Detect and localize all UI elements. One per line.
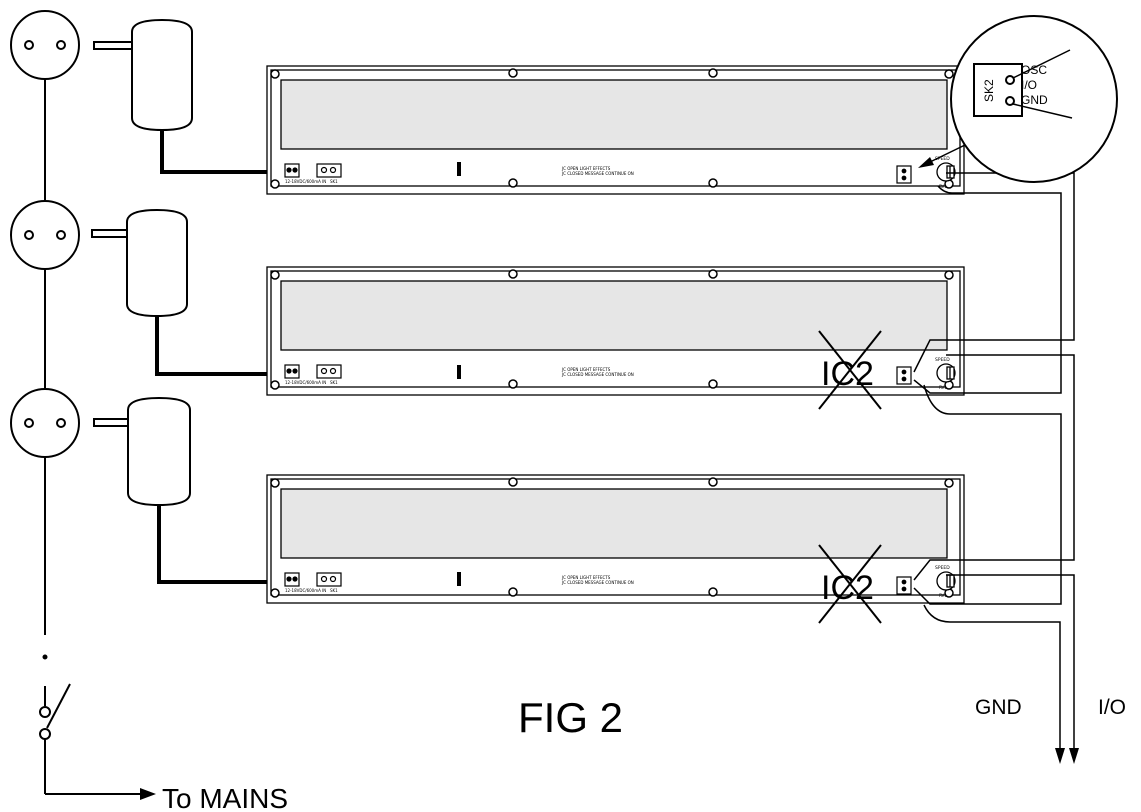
sk1-label: SK1	[330, 588, 338, 593]
display-panel	[280, 280, 948, 351]
board-2: 12-18VDC/600mA IN SK1 JC OPEN LIGHT EFFE…	[266, 266, 965, 410]
display-panel	[280, 79, 948, 150]
gnd-wire	[923, 604, 1061, 750]
board-outline	[266, 474, 965, 604]
dc-input-connector	[284, 163, 300, 178]
dc-lead	[160, 130, 293, 174]
speed-label: SPEED	[935, 357, 950, 363]
message-line-1: JC OPEN LIGHT EFFECTS	[561, 166, 611, 171]
gnd-arrow-icon	[1055, 748, 1065, 764]
socket-icon	[10, 388, 80, 458]
jumper-link	[457, 365, 461, 379]
message-line-2: JC CLOSED MESSAGE CONTINUE ON	[561, 372, 634, 377]
io-wire	[946, 574, 1075, 750]
power-adapter-icon	[131, 18, 193, 132]
sk2-inset	[950, 15, 1118, 183]
sk1-label: SK1	[330, 179, 338, 184]
sk2-connector	[896, 576, 912, 595]
jumper-link	[457, 162, 461, 176]
socket-icon	[10, 200, 80, 270]
socket-2	[10, 200, 188, 318]
rv1-label: RV1	[939, 593, 947, 598]
speed-label: SPEED	[935, 156, 950, 162]
inset-circle	[950, 15, 1118, 183]
dc-input-label: 12-18VDC/600mA IN	[285, 588, 326, 593]
dc-input-connector	[284, 572, 300, 587]
board-outline	[266, 65, 965, 195]
mains-switch	[39, 683, 140, 795]
display-panel	[280, 488, 948, 559]
board-1: 12-18VDC/600mA IN SK1 JC OPEN LIGHT EFFE…	[266, 65, 965, 195]
message-line-1: JC OPEN LIGHT EFFECTS	[561, 367, 611, 372]
sk1-connector	[316, 364, 342, 379]
gnd-output-label: GND	[975, 696, 1022, 719]
inset-pointer	[918, 144, 966, 168]
interconnect-wiring	[913, 172, 1075, 750]
sk1-connector	[316, 572, 342, 587]
sk2-connector	[896, 366, 912, 385]
figure-caption: FIG 2	[518, 694, 623, 741]
board-outline	[266, 266, 965, 396]
socket-icon	[10, 10, 80, 80]
ic2-removed-cross-icon	[818, 330, 882, 410]
plug-pin-icon	[93, 41, 133, 50]
rv1-label: RV1	[939, 385, 947, 390]
socket-1	[10, 10, 193, 132]
speed-pot	[936, 363, 956, 383]
mains-arrow-icon	[140, 788, 156, 800]
socket-3	[10, 388, 191, 507]
mains-label: To MAINS	[162, 783, 288, 812]
dc-leads	[155, 130, 293, 584]
inset-pin-gnd	[1005, 96, 1015, 106]
inset-pin-osc	[1005, 75, 1015, 85]
jumper-link	[457, 572, 461, 586]
dc-input-connector	[284, 364, 300, 379]
mounting-holes	[270, 68, 954, 189]
plug-pin-icon	[93, 418, 131, 427]
inset-pin-label-osc: OSC	[1021, 63, 1047, 77]
ic2-removed-cross-icon	[818, 544, 882, 624]
inset-pin-label-gnd: GND	[1021, 93, 1048, 107]
sk1-label: SK1	[330, 380, 338, 385]
inset-sk2-block	[973, 63, 1023, 117]
inset-sk2-label: SK2	[982, 79, 996, 102]
gnd-wire	[913, 384, 1062, 605]
power-adapter-icon	[126, 208, 188, 318]
dc-input-label: 12-18VDC/600mA IN	[285, 380, 326, 385]
gnd-wire	[913, 185, 1062, 394]
io-output-label: I/O	[1098, 696, 1126, 719]
message-line-2: JC CLOSED MESSAGE CONTINUE ON	[561, 171, 634, 176]
inset-pin-label-io: I/O	[1021, 78, 1037, 92]
speed-pot	[936, 162, 956, 182]
bus-arrows	[1055, 748, 1079, 764]
message-line-2: JC CLOSED MESSAGE CONTINUE ON	[561, 580, 634, 585]
mains-supply	[39, 78, 156, 800]
sk1-connector	[316, 163, 342, 178]
message-line-1: JC OPEN LIGHT EFFECTS	[561, 575, 611, 580]
speed-pot	[936, 571, 956, 591]
sk2-connector	[896, 165, 912, 184]
dc-lead	[155, 316, 293, 376]
board-3: 12-18VDC/600mA IN SK1 JC OPEN LIGHT EFFE…	[266, 474, 965, 624]
speed-label: SPEED	[935, 565, 950, 571]
mains-continuation-dot	[42, 654, 48, 660]
rv1-label: RV1	[939, 184, 947, 189]
dc-input-label: 12-18VDC/600mA IN	[285, 179, 326, 184]
io-arrow-icon	[1069, 748, 1079, 764]
power-adapter-icon	[127, 396, 191, 507]
plug-pin-icon	[91, 229, 129, 238]
osc-wire	[913, 354, 1075, 581]
inset-pointer-arrow-icon	[918, 157, 934, 168]
dc-lead	[157, 505, 293, 584]
mounting-holes	[270, 477, 954, 598]
